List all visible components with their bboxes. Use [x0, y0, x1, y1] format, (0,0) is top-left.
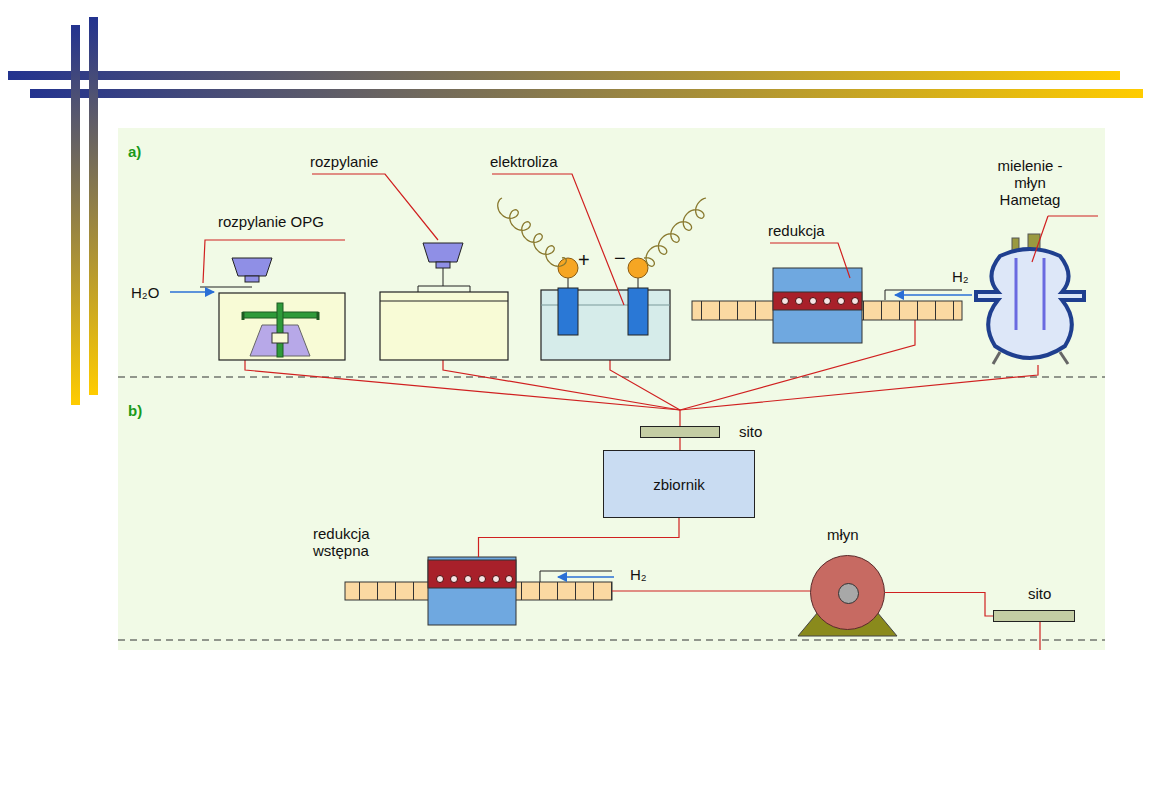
text-label: rozpylanie — [310, 153, 378, 170]
text-label: b) — [128, 402, 142, 419]
node-label: sito — [739, 423, 762, 440]
connector-line — [612, 590, 810, 591]
section-divider — [118, 639, 1105, 640]
text-label: rozpylanie OPG — [218, 213, 324, 230]
atomizer — [380, 243, 508, 360]
leader-line — [770, 243, 850, 278]
leader-line — [203, 240, 345, 283]
text-label: H₂ — [952, 268, 969, 285]
leader-line — [1032, 216, 1098, 262]
leader-line — [492, 174, 624, 305]
tank-box: zbiornik — [603, 450, 755, 518]
deco-bar — [8, 71, 1120, 80]
panel — [118, 128, 1105, 650]
text-label: + — [578, 250, 590, 270]
deco-bar — [71, 25, 80, 405]
deco-bar — [89, 17, 98, 395]
deco-bar — [30, 89, 1143, 98]
node-label: redukcja wstępna — [313, 525, 408, 559]
text-label: H₂O — [131, 284, 159, 301]
node-label: sito — [1028, 585, 1051, 602]
text-label: H₂ — [630, 566, 647, 583]
connector-line — [885, 593, 993, 617]
feed-lines — [245, 320, 1040, 650]
sieve-bar: sito — [640, 426, 720, 438]
hametag-mill — [976, 234, 1084, 364]
connector-line — [479, 518, 680, 557]
reduction-furnace — [692, 268, 972, 343]
text-label: elektroliza — [490, 153, 558, 170]
text-label: mielenie - młyn Hametag — [985, 157, 1075, 208]
mill-wheel: młyn — [810, 555, 885, 630]
text-label: redukcja — [768, 222, 825, 239]
mill-hub — [838, 583, 859, 604]
text-label: a) — [128, 143, 141, 160]
node-label: zbiornik — [653, 476, 705, 493]
sieve-bar: sito — [993, 610, 1075, 622]
pre-reduction-furnace: redukcja wstępna — [345, 557, 612, 625]
opg-atomizer — [170, 258, 345, 360]
text-label: − — [614, 248, 626, 268]
connector-line — [679, 438, 680, 450]
leader-line — [312, 174, 438, 240]
node-label: młyn — [827, 526, 859, 543]
electrolysis-cell — [498, 198, 706, 360]
section-divider — [118, 376, 1105, 377]
pre-reduction-furnace — [345, 557, 614, 625]
